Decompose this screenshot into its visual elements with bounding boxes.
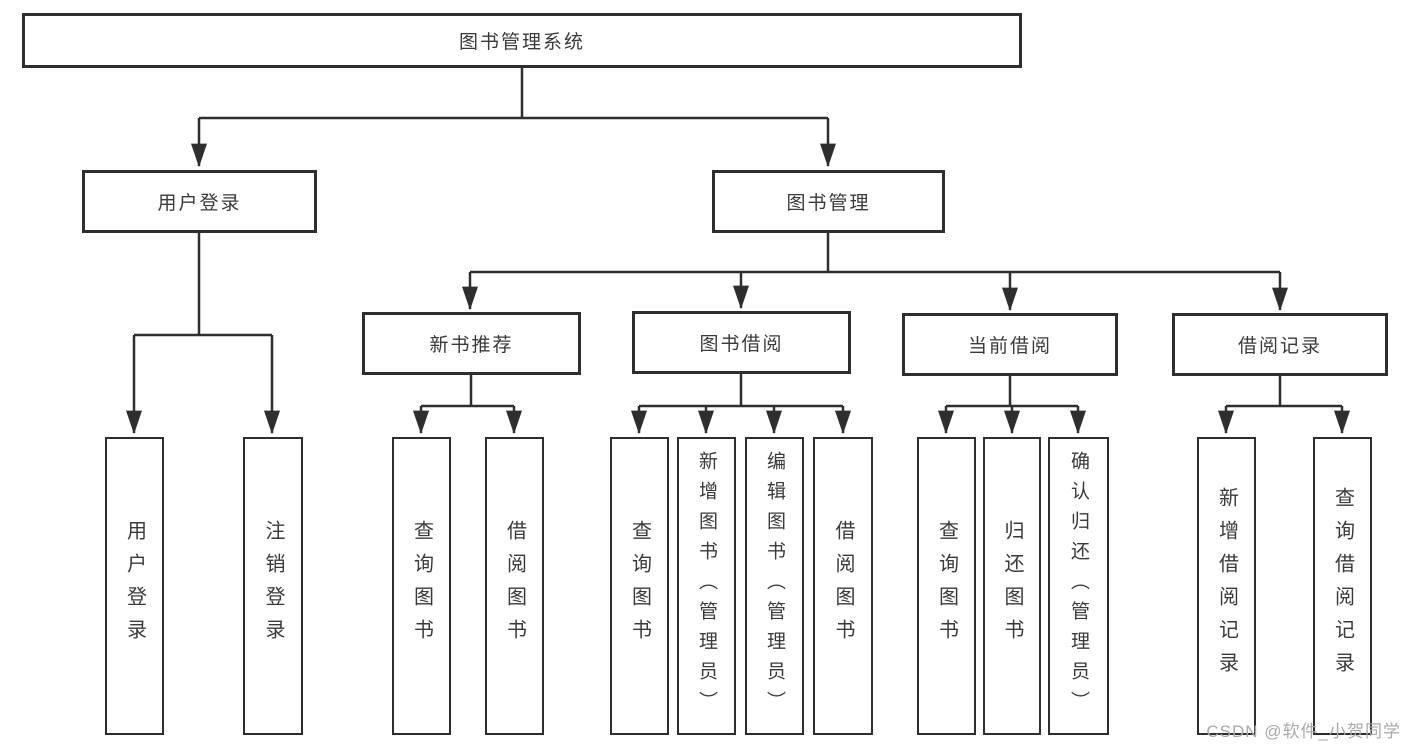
leaf-edit-book-label: 编辑图书（管理员） bbox=[764, 451, 785, 721]
leaf-return-book-label: 归还图书 bbox=[1001, 520, 1023, 652]
leaf-query-book-2-label: 查询图书 bbox=[628, 520, 651, 652]
leaf-query-book-2: 查询图书 bbox=[610, 437, 669, 735]
leaf-return-book: 归还图书 bbox=[983, 437, 1041, 735]
node-borrow-record: 借阅记录 bbox=[1172, 313, 1388, 376]
leaf-confirm-return: 确认归还（管理员） bbox=[1048, 437, 1109, 735]
node-book-mgmt-label: 图书管理 bbox=[786, 193, 871, 214]
leaf-add-book-label: 新增图书（管理员） bbox=[696, 451, 717, 721]
node-book-borrow-label: 图书借阅 bbox=[699, 334, 784, 355]
leaf-query-book-3: 查询图书 bbox=[917, 437, 976, 735]
leaf-add-book: 新增图书（管理员） bbox=[677, 437, 736, 735]
node-user-login-label: 用户登录 bbox=[157, 193, 242, 214]
node-book-borrow: 图书借阅 bbox=[632, 311, 851, 374]
node-new-book-rec: 新书推荐 bbox=[362, 312, 581, 375]
leaf-query-book-1-label: 查询图书 bbox=[410, 520, 433, 652]
node-user-login: 用户登录 bbox=[82, 170, 317, 233]
node-root-label: 图书管理系统 bbox=[458, 32, 585, 53]
leaf-edit-book: 编辑图书（管理员） bbox=[745, 437, 804, 735]
leaf-user-login-label: 用户登录 bbox=[123, 520, 146, 652]
node-new-book-rec-label: 新书推荐 bbox=[429, 335, 514, 356]
tree-edges bbox=[126, 68, 1350, 435]
leaf-borrow-book-1: 借阅图书 bbox=[485, 437, 544, 735]
leaf-borrow-book-2-label: 借阅图书 bbox=[832, 520, 854, 652]
leaf-borrow-book-2: 借阅图书 bbox=[813, 437, 873, 735]
leaf-user-login: 用户登录 bbox=[105, 437, 164, 735]
node-borrow-record-label: 借阅记录 bbox=[1237, 336, 1322, 357]
node-current-borrow-label: 当前借阅 bbox=[967, 336, 1052, 357]
node-book-mgmt: 图书管理 bbox=[712, 170, 945, 233]
leaf-confirm-return-label: 确认归还（管理员） bbox=[1068, 451, 1089, 721]
leaf-query-record-label: 查询借阅记录 bbox=[1331, 487, 1354, 685]
node-current-borrow: 当前借阅 bbox=[902, 313, 1118, 376]
csdn-watermark: CSDN @软件_小贺同学 bbox=[1206, 722, 1401, 741]
leaf-logout-label: 注销登录 bbox=[262, 520, 284, 652]
leaf-query-book-3-label: 查询图书 bbox=[935, 520, 958, 652]
leaf-query-book-1: 查询图书 bbox=[392, 437, 451, 735]
node-root: 图书管理系统 bbox=[22, 13, 1022, 68]
leaf-logout: 注销登录 bbox=[243, 437, 303, 735]
leaf-add-record: 新增借阅记录 bbox=[1197, 437, 1256, 735]
leaf-add-record-label: 新增借阅记录 bbox=[1215, 487, 1238, 685]
leaf-borrow-book-1-label: 借阅图书 bbox=[503, 520, 526, 652]
leaf-query-record: 查询借阅记录 bbox=[1313, 437, 1372, 735]
